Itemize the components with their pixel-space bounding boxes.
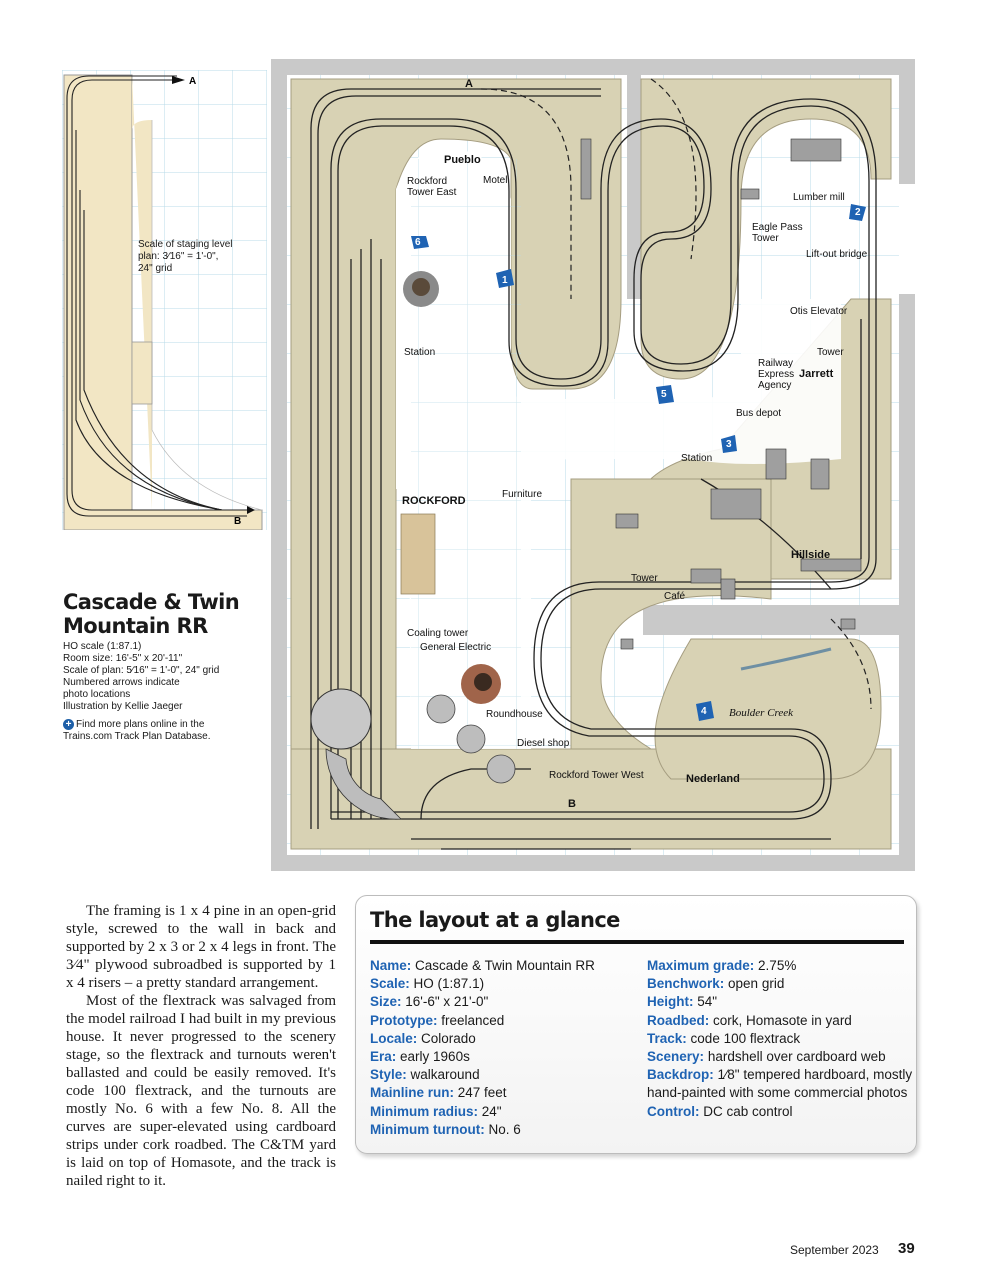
footer-page-number: 39: [898, 1240, 915, 1257]
plan-specs: HO scale (1:87.1) Room size: 16'-5" x 20…: [63, 641, 273, 713]
label-lumber-mill: Lumber mill: [793, 192, 845, 203]
label-bus-depot: Bus depot: [736, 408, 782, 419]
plus-icon: +: [63, 719, 74, 730]
label-furniture: Furniture: [502, 489, 543, 500]
staging-scale-note: Scale of staging level plan: 3⁄16" = 1'-…: [138, 239, 258, 275]
label-otis-elevator: Otis Elevator: [790, 306, 848, 317]
label-roundhouse: Roundhouse: [486, 709, 543, 720]
label-cafe: Café: [664, 591, 686, 602]
label-station-rockford: Station: [404, 347, 436, 358]
plan-label-b: B: [568, 798, 576, 810]
glance-row: hand-painted with some commercial photos: [647, 1085, 908, 1101]
town-hillside: Hillside: [791, 549, 831, 561]
glance-row: Backdrop: 1⁄8" tempered hardboard, mostl…: [647, 1067, 913, 1083]
staging-note-line: Scale of staging level: [138, 239, 233, 250]
spec-line: Scale of plan: 5⁄16" = 1'-0", 24" grid: [63, 665, 220, 676]
glance-row: Control: DC cab control: [647, 1103, 793, 1119]
glance-row: Benchwork: open grid: [647, 976, 785, 992]
glance-row: Roadbed: cork, Homasote in yard: [647, 1012, 852, 1028]
track-plan-database-link[interactable]: +Find more plans online in the Trains.co…: [63, 719, 273, 743]
town-rockford: ROCKFORD: [402, 495, 466, 507]
spec-line: Illustration by Kellie Jaeger: [63, 701, 183, 712]
label-tower-hillside: Tower: [631, 573, 658, 584]
glance-row: Minimum radius: 24": [370, 1103, 502, 1119]
glance-row: Scale: HO (1:87.1): [370, 976, 485, 992]
staging-note-line: plan: 3⁄16" = 1'-0",: [138, 251, 219, 262]
label-station-jarrett: Station: [681, 453, 713, 464]
layout-at-a-glance-box: The layout at a glance Name: Cascade & T…: [355, 895, 917, 1154]
town-jarrett: Jarrett: [799, 368, 834, 380]
glance-row: Scenery: hardshell over cardboard web: [647, 1049, 886, 1065]
glance-row: Prototype: freelanced: [370, 1012, 505, 1028]
sidebar-title: The layout at a glance: [370, 908, 620, 932]
photo-arrow-2: 2: [855, 207, 861, 218]
glance-row: Mainline run: 247 feet: [370, 1085, 507, 1101]
footer-issue-date: September 2023: [790, 1243, 879, 1257]
label-tower-jarrett: Tower: [817, 347, 844, 358]
town-pueblo: Pueblo: [444, 154, 481, 166]
photo-arrow-6: 6: [415, 237, 421, 248]
spec-line: Room size: 16'-5" x 20'-11": [63, 653, 183, 664]
label-motel: Motel: [483, 175, 508, 186]
label-general-electric: General Electric: [420, 642, 492, 653]
photo-arrow-3: 3: [726, 439, 732, 450]
staging-label-b: B: [234, 516, 241, 527]
label-coaling-tower: Coaling tower: [407, 628, 469, 639]
glance-row: Locale: Colorado: [370, 1030, 476, 1046]
plan-title: Cascade & Twin Mountain RR: [63, 590, 273, 638]
staging-note-line: 24" grid: [138, 263, 173, 274]
label-lift-out-bridge: Lift-out bridge: [806, 249, 868, 260]
glance-left-column: Name: Cascade & Twin Mountain RR Scale: …: [370, 957, 640, 1139]
body-paragraph: Most of the flextrack was salvaged from …: [66, 993, 336, 1189]
staging-level-plan: A B: [62, 70, 267, 530]
article-body: The framing is 1 x 4 pine in an open-gri…: [66, 902, 336, 1190]
spec-line: photo locations: [63, 689, 131, 700]
plan-label-a: A: [465, 78, 473, 90]
body-paragraph: The framing is 1 x 4 pine in an open-gri…: [66, 903, 336, 991]
glance-row: Minimum turnout: No. 6: [370, 1121, 521, 1137]
photo-arrow-5: 5: [661, 389, 667, 400]
glance-row: Size: 16'-6" x 21'-0": [370, 994, 489, 1010]
glance-row: Name: Cascade & Twin Mountain RR: [370, 958, 595, 973]
plan-title-line: Mountain RR: [63, 614, 208, 638]
spec-line: HO scale (1:87.1): [63, 641, 142, 652]
spec-line: Numbered arrows indicate: [63, 677, 180, 688]
track-plan-drawing: [271, 59, 915, 871]
label-boulder-creek: Boulder Creek: [729, 707, 794, 719]
town-nederland: Nederland: [686, 773, 740, 785]
photo-arrow-4: 4: [701, 706, 707, 717]
staging-label-a: A: [189, 76, 196, 87]
link-text: Trains.com Track Plan Database.: [63, 731, 211, 742]
link-text: Find more plans online in the: [76, 719, 205, 730]
sidebar-rule: [370, 940, 904, 944]
glance-row: Height: 54": [647, 994, 718, 1010]
glance-row: Maximum grade: 2.75%: [647, 958, 797, 973]
glance-right-column: Maximum grade: 2.75% Benchwork: open gri…: [647, 957, 913, 1121]
glance-row: Style: walkaround: [370, 1067, 480, 1083]
plan-title-line: Cascade & Twin: [63, 590, 240, 614]
label-rockford-tower-west: Rockford Tower West: [549, 770, 644, 781]
photo-arrow-1: 1: [502, 275, 508, 286]
label-diesel-shop: Diesel shop: [517, 738, 570, 749]
glance-row: Era: early 1960s: [370, 1049, 470, 1065]
glance-row: Track: code 100 flextrack: [647, 1030, 801, 1046]
